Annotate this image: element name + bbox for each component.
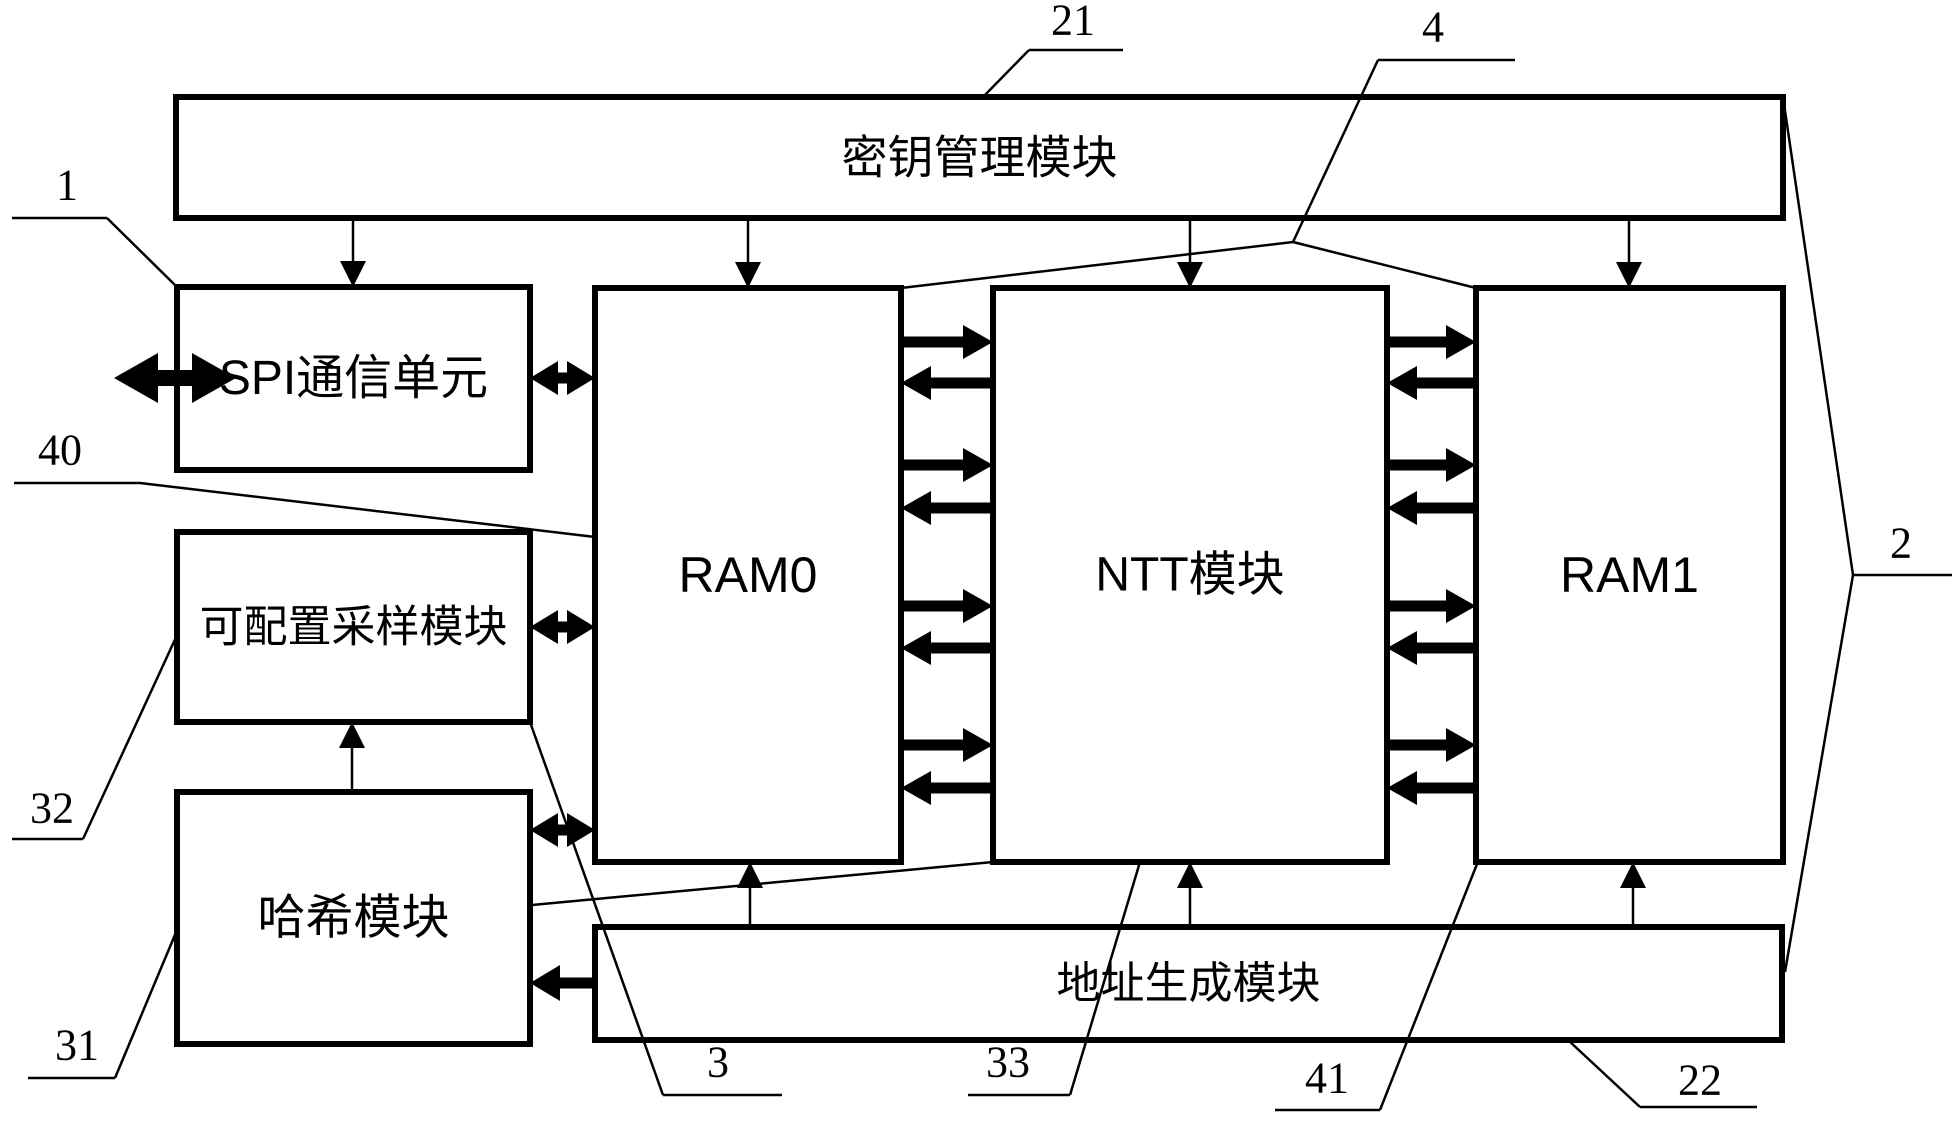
bus-head-left-ntt-ram1-in-2 — [1387, 491, 1417, 525]
bus-shaft-hash-ram0 — [550, 824, 575, 836]
bus-head-right-ram0-ntt-out-4 — [963, 728, 993, 762]
bus-shaft-ram0-ntt-out-1 — [901, 336, 971, 348]
ref-label-33: 33 — [986, 1038, 1030, 1087]
bus-shaft-ntt-ram1-out-1 — [1387, 336, 1454, 348]
ref-label-32: 32 — [30, 784, 74, 833]
box-sampler — [174, 529, 533, 725]
bus-shaft-ram0-ntt-in-1 — [923, 377, 993, 389]
ref-leader-32-1 — [81, 632, 180, 840]
bus-head-right-ntt-ram1-out-2 — [1446, 448, 1476, 482]
bus-shaft-ram0-ntt-out-4 — [901, 739, 971, 751]
bus-head-left-ntt-ram1-in-1 — [1387, 366, 1417, 400]
box-ram1 — [1473, 285, 1786, 865]
bus-head-left-ram0-ntt-in-4 — [901, 771, 931, 805]
bus-head-left-ntt-ram1-in-4 — [1387, 771, 1417, 805]
box-label-addr-gen: 地址生成模块 — [1057, 959, 1321, 1008]
bus-shaft-spi-ram0 — [550, 372, 575, 384]
ref-leader-1-1 — [106, 217, 178, 288]
bus-head-left-ram0-ntt-in-1 — [901, 366, 931, 400]
bus-shaft-ntt-ram1-in-4 — [1409, 782, 1476, 794]
bus-shaft-ntt-ram1-in-2 — [1409, 502, 1476, 514]
ref-leader-2-1 — [1783, 574, 1855, 973]
bus-shaft-ram0-ntt-in-4 — [923, 782, 993, 794]
box-label-hash: 哈希模块 — [257, 892, 449, 945]
flow-head-key-to-ram0 — [735, 262, 761, 288]
ref-leader-40-1 — [139, 481, 596, 539]
ref-leader-21-1 — [982, 49, 1030, 98]
ref-leader-41-1 — [1378, 863, 1479, 1111]
ref-leader-2-0 — [1781, 96, 1855, 576]
ref-label-2: 2 — [1890, 519, 1912, 568]
bus-shaft-addrgen-to-hash — [552, 977, 595, 989]
ref-label-41: 41 — [1305, 1054, 1349, 1103]
flow-head-addrgen-to-ram0 — [737, 862, 763, 888]
bus-head-left-sampler-ram0 — [530, 610, 558, 644]
ref-label-4: 4 — [1422, 3, 1444, 52]
ref-leader-4-2 — [900, 240, 1294, 290]
box-hash — [174, 789, 533, 1047]
ref-leader-33-1 — [1068, 861, 1142, 1096]
box-label-ntt: NTT模块 — [1095, 549, 1284, 602]
flow-head-key-to-ram1 — [1616, 262, 1642, 288]
bus-head-left-ntt-ram1-in-3 — [1387, 631, 1417, 665]
bus-shaft-external-spi — [150, 370, 200, 386]
bus-head-left-external-spi — [114, 353, 158, 403]
flow-head-hash-to-sampler — [339, 722, 365, 748]
flow-head-addrgen-to-ntt — [1177, 862, 1203, 888]
ref-label-3: 3 — [707, 1038, 729, 1087]
ref-label-1: 1 — [56, 161, 78, 210]
bus-head-left-addrgen-to-hash — [530, 965, 560, 1001]
hash-ntt-connector — [531, 860, 994, 907]
bus-head-left-spi-ram0 — [530, 361, 558, 395]
ref-label-22: 22 — [1678, 1056, 1722, 1105]
box-label-spi-unit: SPI通信单元 — [219, 352, 488, 405]
bus-shaft-ntt-ram1-out-2 — [1387, 459, 1454, 471]
box-key-management — [173, 94, 1786, 221]
flow-head-addrgen-to-ram1 — [1620, 862, 1646, 888]
bus-head-left-hash-ram0 — [530, 813, 558, 847]
bus-shaft-sampler-ram0 — [550, 621, 575, 633]
ref-leader-3-1 — [528, 721, 665, 1096]
ref-label-40: 40 — [38, 426, 82, 475]
ref-leader-4-3 — [1292, 240, 1477, 290]
ref-leader-4-1 — [1291, 59, 1380, 243]
box-ntt — [990, 285, 1390, 865]
bus-shaft-ntt-ram1-out-4 — [1387, 739, 1454, 751]
bus-shaft-ntt-ram1-in-1 — [1409, 377, 1476, 389]
box-spi-unit — [174, 284, 533, 473]
ref-leader-22-1 — [1567, 1039, 1641, 1108]
bus-shaft-ram0-ntt-in-3 — [923, 642, 993, 654]
flow-head-key-to-ntt — [1177, 262, 1203, 288]
bus-shaft-ram0-ntt-out-3 — [901, 600, 971, 612]
bus-head-right-ram0-ntt-out-2 — [963, 448, 993, 482]
box-label-sampler: 可配置采样模块 — [200, 603, 508, 652]
bus-shaft-ram0-ntt-out-2 — [901, 459, 971, 471]
flow-head-key-to-spi — [340, 261, 366, 287]
ref-label-21: 21 — [1051, 0, 1095, 45]
bus-shaft-ntt-ram1-out-3 — [1387, 600, 1454, 612]
bus-head-right-ntt-ram1-out-1 — [1446, 325, 1476, 359]
bus-head-right-ram0-ntt-out-3 — [963, 589, 993, 623]
bus-head-left-ram0-ntt-in-2 — [901, 491, 931, 525]
bus-head-right-hash-ram0 — [567, 813, 595, 847]
box-label-key-management: 密钥管理模块 — [842, 132, 1118, 184]
ref-label-31: 31 — [55, 1021, 99, 1070]
bus-shaft-ram0-ntt-in-2 — [923, 502, 993, 514]
ref-leader-31-1 — [113, 929, 179, 1079]
bus-head-right-ntt-ram1-out-3 — [1446, 589, 1476, 623]
box-label-ram0: RAM0 — [679, 547, 818, 603]
bus-head-right-ram0-ntt-out-1 — [963, 325, 993, 359]
bus-head-left-ram0-ntt-in-3 — [901, 631, 931, 665]
box-label-ram1: RAM1 — [1560, 547, 1699, 603]
bus-head-right-ntt-ram1-out-4 — [1446, 728, 1476, 762]
bus-head-right-sampler-ram0 — [567, 610, 595, 644]
bus-shaft-ntt-ram1-in-3 — [1409, 642, 1476, 654]
bus-head-right-external-spi — [192, 353, 236, 403]
bus-head-right-spi-ram0 — [567, 361, 595, 395]
